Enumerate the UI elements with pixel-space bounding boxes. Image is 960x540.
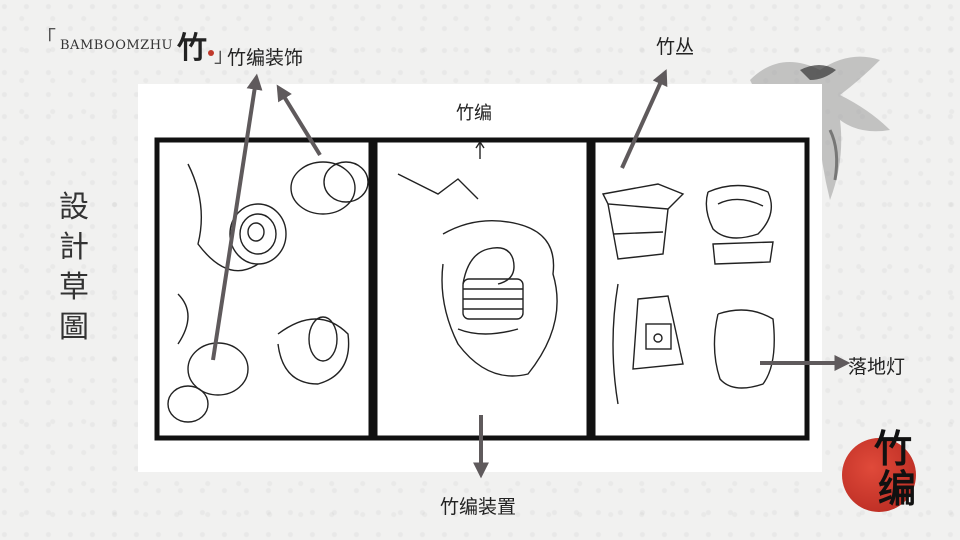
seal-char-top: 竹 (874, 426, 913, 471)
label-bamboo-cluster: 竹丛 (656, 36, 695, 58)
vertical-title-char: 計 (59, 230, 89, 265)
brand-dot-icon (208, 50, 214, 56)
vertical-title: 設 計 草 圖 (52, 188, 96, 348)
seal-circle (842, 438, 916, 512)
vertical-title-char: 設 (59, 190, 89, 225)
brand-char: 竹 (177, 31, 207, 66)
design-sketch: 竹编 (138, 84, 822, 472)
handwritten-note: 竹编 (456, 103, 492, 124)
brand-bracket-open: 「 (36, 26, 56, 50)
label-floor-lamp: 落地灯 (848, 356, 906, 378)
label-decoration: 竹编装饰 (227, 47, 304, 69)
label-installation: 竹编装置 (440, 496, 517, 518)
brand-name: BAMBOOMZHU (60, 37, 173, 53)
vertical-title-char: 圖 (59, 310, 89, 345)
seal-stamp: 竹 编 (842, 430, 932, 520)
sketch-drawing: 竹编 (154, 103, 810, 441)
brand-bracket-close: 」 (214, 43, 234, 67)
vertical-title-char: 草 (59, 270, 89, 305)
brand-logo: 「 BAMBOOMZHU 竹 」 (36, 22, 234, 68)
seal-char-bottom: 编 (878, 466, 917, 511)
